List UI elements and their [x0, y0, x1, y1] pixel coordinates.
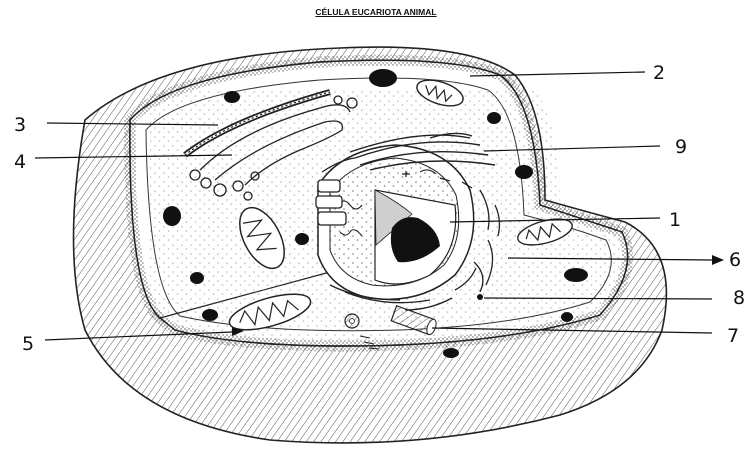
- label-8: 8: [733, 287, 745, 309]
- label-3: 3: [14, 114, 26, 136]
- label-2: 2: [653, 62, 665, 84]
- label-7: 7: [727, 325, 739, 347]
- label-6: 6: [729, 249, 741, 271]
- label-9: 9: [675, 136, 687, 158]
- label-4: 4: [14, 151, 26, 173]
- label-1: 1: [669, 209, 681, 231]
- label-5: 5: [22, 333, 34, 355]
- ribosome: [477, 294, 483, 300]
